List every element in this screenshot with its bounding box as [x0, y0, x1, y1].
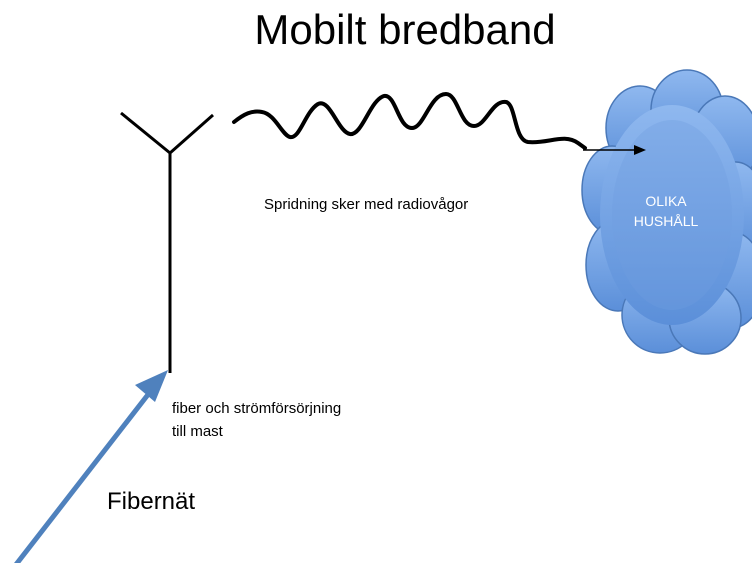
diagram-title: Mobilt bredband [254, 6, 556, 53]
antenna-right-arm [169, 113, 214, 155]
fiber-network-label: Fibernät [107, 488, 196, 515]
radio-arrow [583, 145, 646, 155]
fiber-power-label-line2: till mast [172, 423, 223, 440]
cloud-label: OLIKA HUSHÅLL [607, 191, 725, 231]
radio-spread-label: Spridning sker med radiovågor [264, 196, 469, 213]
fiber-power-label: fiber och strömförsörjning till mast [172, 397, 341, 443]
antenna-mast [120, 111, 214, 373]
fiber-power-label-line1: fiber och strömförsörjning [172, 400, 342, 417]
cloud-label-line2: HUSHÅLL [633, 213, 699, 229]
fiber-arrow [14, 370, 168, 563]
radio-wave [232, 92, 587, 150]
households-cloud [581, 69, 752, 355]
cloud-label-line1: OLIKA [645, 193, 687, 209]
antenna-left-arm [120, 111, 171, 155]
